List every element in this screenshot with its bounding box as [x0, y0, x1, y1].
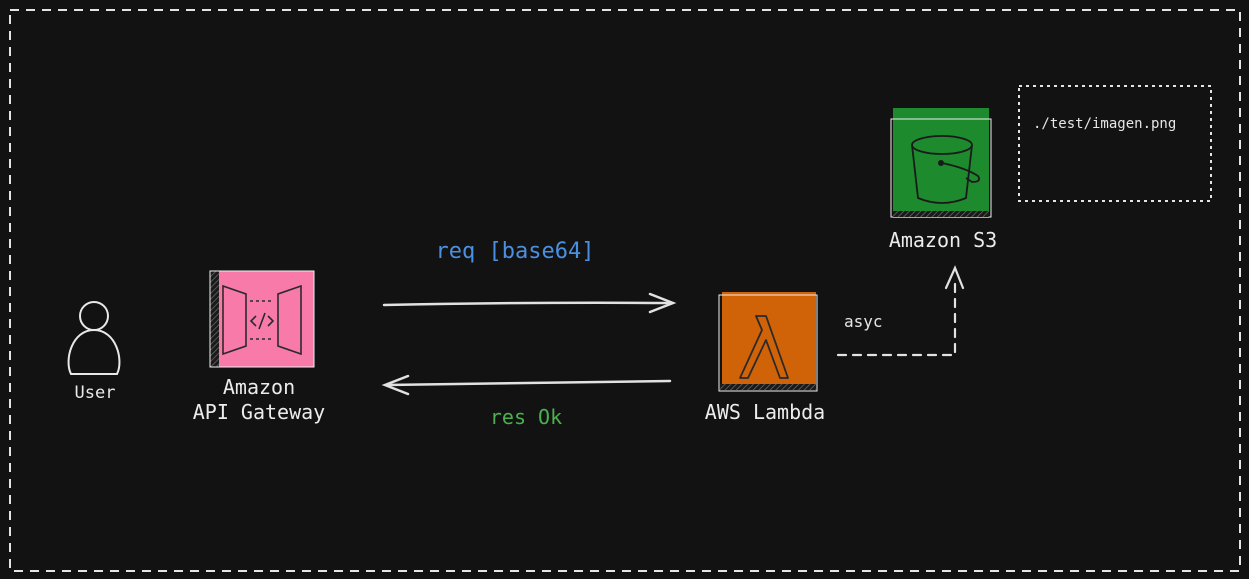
response-label: res Ok	[489, 405, 563, 429]
s3-bucket-icon[interactable]	[890, 108, 992, 218]
request-label: req [base64]	[435, 239, 595, 264]
api-gateway-label: Amazon API Gateway	[166, 375, 352, 425]
async-arrow	[836, 265, 965, 357]
outer-frame	[9, 9, 1241, 572]
api-gateway-icon[interactable]	[209, 270, 315, 368]
api-gateway-label-line1: Amazon	[222, 375, 296, 399]
async-label: asyc	[844, 312, 883, 331]
lambda-label: AWS Lambda	[704, 400, 826, 424]
note-box	[1018, 85, 1212, 202]
user-icon[interactable]	[67, 301, 121, 375]
s3-label: Amazon S3	[888, 228, 998, 252]
request-arrow	[382, 292, 677, 314]
api-gateway-label-line2: API Gateway	[192, 400, 326, 424]
note-path-text: ./test/imagen.png	[1033, 116, 1177, 132]
response-arrow	[381, 374, 672, 396]
lambda-icon[interactable]	[718, 292, 818, 392]
user-label: User	[74, 383, 116, 403]
